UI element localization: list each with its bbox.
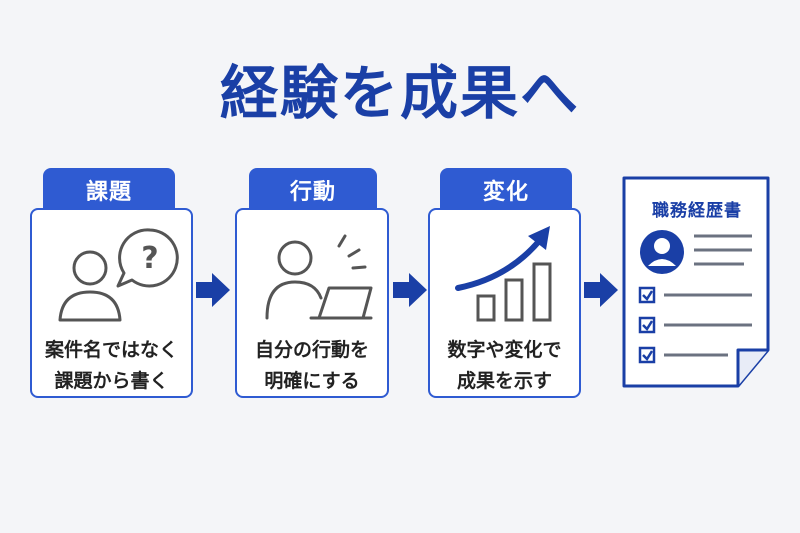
document-title: 職務経歴書 <box>652 201 742 221</box>
tab-koudou: 行動 <box>249 168 377 212</box>
person-laptop-icon <box>265 234 373 320</box>
step-card-kadai: ? 案件名ではなく 課題から書く <box>30 208 193 398</box>
step-text-line1: 数字や変化で <box>447 339 562 361</box>
step-text-line2: 明確にする <box>264 370 360 392</box>
resume-document-icon <box>622 176 770 388</box>
tab-henka: 変化 <box>440 168 572 212</box>
step-text-line1: 案件名ではなく <box>44 339 178 361</box>
arrow-right-icon <box>393 273 427 307</box>
step-text-line1: 自分の行動を <box>254 339 369 361</box>
person-question-icon: ? <box>58 228 179 322</box>
arrow-right-icon <box>196 273 230 307</box>
tab-kadai: 課題 <box>43 168 175 212</box>
step-card-koudou: 自分の行動を 明確にする <box>235 208 389 398</box>
step-text-line2: 成果を示す <box>456 370 552 392</box>
arrow-right-icon <box>584 273 618 307</box>
page-title: 経験を成果へ <box>219 59 580 127</box>
svg-text:?: ? <box>141 241 158 276</box>
growth-chart-icon <box>455 226 552 322</box>
step-text-line2: 課題から書く <box>54 370 169 392</box>
step-card-henka: 数字や変化で 成果を示す <box>428 208 581 398</box>
